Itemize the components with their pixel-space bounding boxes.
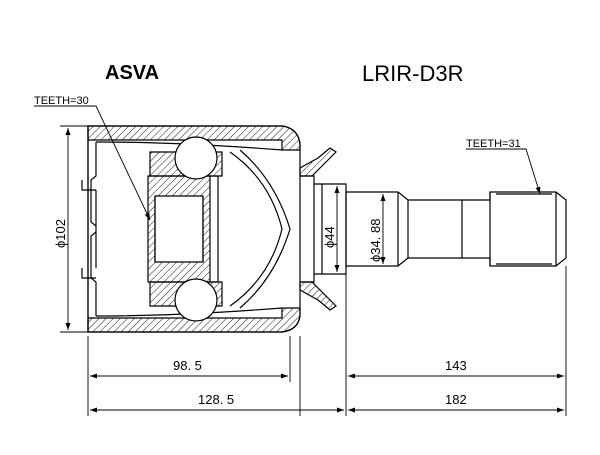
shaft xyxy=(345,191,567,267)
callout-teeth-outer-label: TEETH=31 xyxy=(466,138,521,150)
tripod-hub xyxy=(147,136,223,322)
brand-label: ASVA xyxy=(105,62,159,84)
dim-shaft-length-label: 143 xyxy=(445,358,467,373)
part-number: LRIR-D3R xyxy=(362,61,463,86)
dim-shaft-diameter-label: ϕ34. 88 xyxy=(368,219,383,262)
callout-teeth-inner: TEETH=30 xyxy=(34,95,151,221)
dim-shaft-total-label: 182 xyxy=(445,392,467,407)
flange-neck xyxy=(299,147,347,311)
extension-lines xyxy=(87,266,567,416)
dim-inner-length-label: 98. 5 xyxy=(173,358,202,373)
dim-housing-diameter xyxy=(60,125,88,333)
callout-teeth-outer: TEETH=31 xyxy=(466,138,541,195)
dim-housing-diameter-label: ϕ102 xyxy=(53,219,68,248)
dim-housing-total-label: 128. 5 xyxy=(198,392,234,407)
dim-flange-diameter-label: ϕ44 xyxy=(322,226,337,248)
callout-teeth-inner-label: TEETH=30 xyxy=(34,95,89,107)
